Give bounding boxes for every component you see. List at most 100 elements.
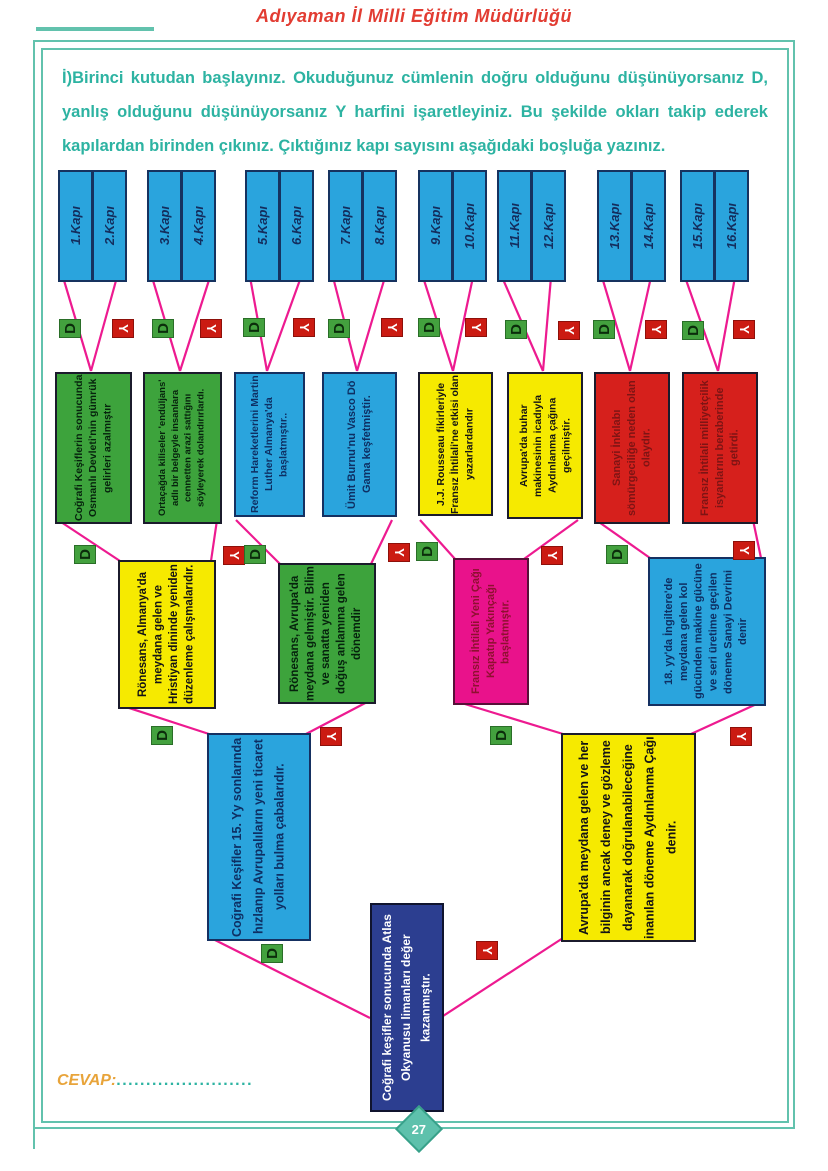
door-11: 11.Kapı <box>497 170 532 282</box>
statement-text: Avrupa'da meydana gelen ve her bilginin … <box>576 736 679 939</box>
cevap-dots: ....................... <box>116 1072 254 1089</box>
frame-left-tail <box>33 1125 35 1149</box>
door-label: 13.Kapı <box>606 202 622 250</box>
door-4: 4.Kapı <box>182 170 216 282</box>
door-10: 10.Kapı <box>453 170 487 282</box>
marker-y[interactable]: Y <box>733 541 755 560</box>
statement-text: Avrupa'da buhar makinesinin icadıyla Ayd… <box>517 394 573 497</box>
marker-y[interactable]: Y <box>476 941 498 960</box>
statement-text: Rönesans, Avrupa'da meydana gelmiştir. B… <box>289 566 364 701</box>
marker-d[interactable]: D <box>606 545 628 564</box>
marker-y[interactable]: Y <box>730 727 752 746</box>
door-label: 7.Kapı <box>337 206 353 246</box>
statement-box-row3-4: 18. yy'da İngiltere'de meydana gelen kol… <box>648 557 766 706</box>
cevap-label: CEVAP: <box>57 1072 117 1089</box>
marker-y[interactable]: Y <box>541 546 563 565</box>
statement-box-row2-4: Ümit Burnu'nu Vasco Dö Gama keşfetmiştir… <box>322 372 397 517</box>
door-label: 5.Kapı <box>254 206 270 246</box>
statement-box-row2-1: Coğrafi Keşiflerin sonucunda Osmanlı Dev… <box>55 372 132 524</box>
marker-y[interactable]: Y <box>223 546 245 565</box>
marker-d[interactable]: D <box>151 726 173 745</box>
door-label: 8.Kapı <box>371 206 387 246</box>
marker-d[interactable]: D <box>328 319 350 338</box>
statement-text: Ortaçağda kiliseler 'endüljans' adlı bir… <box>156 379 207 517</box>
statement-box-row2-5: J.J. Rousseau fikirleriyle Fransız İhtil… <box>418 372 493 516</box>
marker-d[interactable]: D <box>505 320 527 339</box>
door-label: 9.Kapı <box>427 206 443 246</box>
door-1: 1.Kapı <box>58 170 93 282</box>
statement-text: Coğrafi keşifler sonucunda Atlas Okyanus… <box>380 914 433 1101</box>
marker-y[interactable]: Y <box>293 318 315 337</box>
marker-d[interactable]: D <box>593 320 615 339</box>
door-pair-7: 13.Kapı 14.Kapı <box>597 170 666 282</box>
statement-box-row2-2: Ortaçağda kiliseler 'endüljans' adlı bir… <box>143 372 222 524</box>
marker-y[interactable]: Y <box>320 727 342 746</box>
door-label: 11.Kapı <box>506 203 522 249</box>
page-title: Adıyaman İl Milli Eğitim Müdürlüğü <box>255 6 572 26</box>
statement-text: 18. yy'da İngiltere'de meydana gelen kol… <box>663 563 750 700</box>
door-5: 5.Kapı <box>245 170 280 282</box>
door-label: 12.Kapı <box>540 202 556 250</box>
statement-box-row2-7: Sanayi İnkılabı sömürgeciliğe neden olan… <box>594 372 670 524</box>
door-6: 6.Kapı <box>280 170 314 282</box>
marker-d[interactable]: D <box>416 542 438 561</box>
door-label: 16.Kapı <box>723 202 739 250</box>
statement-text: Coğrafi Keşifler 15. Yy sonlarında hızla… <box>230 737 287 937</box>
door-pair-5: 9.Kapı 10.Kapı <box>418 170 487 282</box>
door-label: 10.Kapı <box>461 202 477 250</box>
door-3: 3.Kapı <box>147 170 182 282</box>
answer-line[interactable]: CEVAP:....................... <box>57 1072 253 1090</box>
statement-box-row2-8: Fransız İhtilali milliyetçilik isyanları… <box>682 372 758 524</box>
door-pair-3: 5.Kapı 6.Kapı <box>245 170 314 282</box>
statement-box-row3-2: Rönesans, Avrupa'da meydana gelmiştir. B… <box>278 563 376 704</box>
marker-d[interactable]: D <box>243 318 265 337</box>
door-2: 2.Kapı <box>93 170 127 282</box>
door-16: 16.Kapı <box>715 170 749 282</box>
door-12: 12.Kapı <box>532 170 566 282</box>
statement-box-row2-3: Reform Hareketlerini Martin Luther Alman… <box>234 372 305 517</box>
door-pair-4: 7.Kapı 8.Kapı <box>328 170 397 282</box>
door-label: 4.Kapı <box>190 206 206 246</box>
statement-box-row2-6: Avrupa'da buhar makinesinin icadıyla Ayd… <box>507 372 583 519</box>
marker-d[interactable]: D <box>59 319 81 338</box>
statement-text: Ümit Burnu'nu Vasco Dö Gama keşfetmiştir… <box>345 380 373 509</box>
door-13: 13.Kapı <box>597 170 632 282</box>
door-label: 6.Kapı <box>288 206 304 246</box>
door-pair-6: 11.Kapı 12.Kapı <box>497 170 566 282</box>
marker-y[interactable]: Y <box>558 321 580 340</box>
marker-y[interactable]: Y <box>733 320 755 339</box>
door-pair-1: 1.Kapı 2.Kapı <box>58 170 127 282</box>
door-15: 15.Kapı <box>680 170 715 282</box>
marker-y[interactable]: Y <box>112 319 134 338</box>
marker-d[interactable]: D <box>682 321 704 340</box>
statement-text: Fransız İhtilali milliyetçilik isyanları… <box>698 380 741 516</box>
marker-d[interactable]: D <box>490 726 512 745</box>
door-label: 14.Kapı <box>640 202 656 250</box>
marker-y[interactable]: Y <box>200 319 222 338</box>
marker-d[interactable]: D <box>244 545 266 564</box>
statement-text: Fransız İhtilali Yeni Çağı Kapatıp Yakın… <box>469 568 512 695</box>
door-label: 2.Kapı <box>101 206 117 246</box>
marker-d[interactable]: D <box>152 319 174 338</box>
marker-d[interactable]: D <box>418 318 440 337</box>
door-8: 8.Kapı <box>363 170 397 282</box>
door-label: 15.Kapı <box>689 202 705 250</box>
marker-d[interactable]: D <box>261 944 283 963</box>
marker-y[interactable]: Y <box>465 318 487 337</box>
door-pair-8: 15.Kapı 16.Kapı <box>680 170 749 282</box>
door-7: 7.Kapı <box>328 170 363 282</box>
marker-y[interactable]: Y <box>381 318 403 337</box>
statement-box-row3-1: Rönesans, Almanya'da meydana gelen ve Hr… <box>118 560 216 709</box>
page-number: 27 <box>411 1121 427 1137</box>
statement-text: Reform Hareketlerini Martin Luther Alman… <box>249 375 290 514</box>
marker-d[interactable]: D <box>74 545 96 564</box>
marker-y[interactable]: Y <box>645 320 667 339</box>
statement-box-row4-2: Avrupa'da meydana gelen ve her bilginin … <box>561 733 696 942</box>
door-14: 14.Kapı <box>632 170 666 282</box>
door-label: 3.Kapı <box>156 206 172 246</box>
statement-text: Coğrafi Keşiflerin sonucunda Osmanlı Dev… <box>73 374 114 522</box>
marker-y[interactable]: Y <box>388 543 410 562</box>
statement-box-row3-3: Fransız İhtilali Yeni Çağı Kapatıp Yakın… <box>453 558 529 705</box>
statement-text: Sanayi İnkılabı sömürgeciliğe neden olan… <box>610 380 653 516</box>
